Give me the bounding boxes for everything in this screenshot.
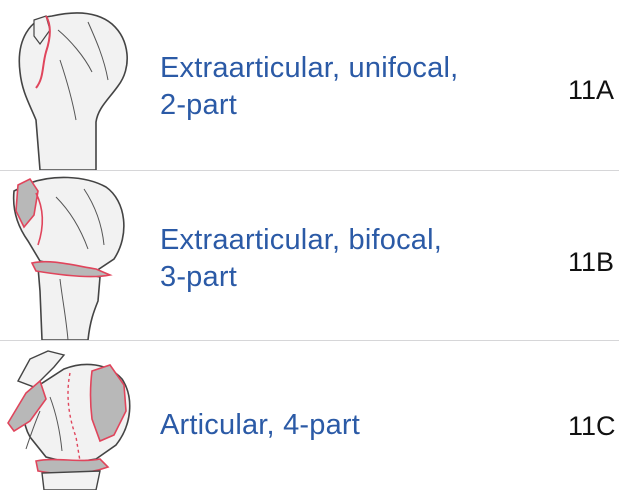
humerus-fracture-3-part-icon <box>0 171 150 340</box>
fracture-type-label-line1: Extraarticular, bifocal, <box>160 222 442 259</box>
fracture-type-label: Extraarticular, unifocal, 2-part <box>160 50 458 124</box>
fracture-type-label-line1: Extraarticular, unifocal, <box>160 50 458 87</box>
humerus-fracture-2-part-icon <box>0 0 150 170</box>
fracture-type-label: Extraarticular, bifocal, 3-part <box>160 222 442 296</box>
fracture-code: 11A <box>568 75 614 106</box>
fracture-code: 11C <box>568 411 616 442</box>
list-item-11b[interactable]: Extraarticular, bifocal, 3-part 11B <box>0 171 619 340</box>
fracture-code: 11B <box>568 247 614 278</box>
fracture-type-label: Articular, 4-part <box>160 407 360 444</box>
fracture-type-label-line1: Articular, 4-part <box>160 407 360 444</box>
humerus-fracture-4-part-icon <box>0 341 150 490</box>
list-item-11a[interactable]: Extraarticular, unifocal, 2-part 11A <box>0 0 619 170</box>
fracture-type-label-line2: 3-part <box>160 259 442 296</box>
fracture-type-label-line2: 2-part <box>160 87 458 124</box>
list-item-11c[interactable]: Articular, 4-part 11C <box>0 341 619 490</box>
